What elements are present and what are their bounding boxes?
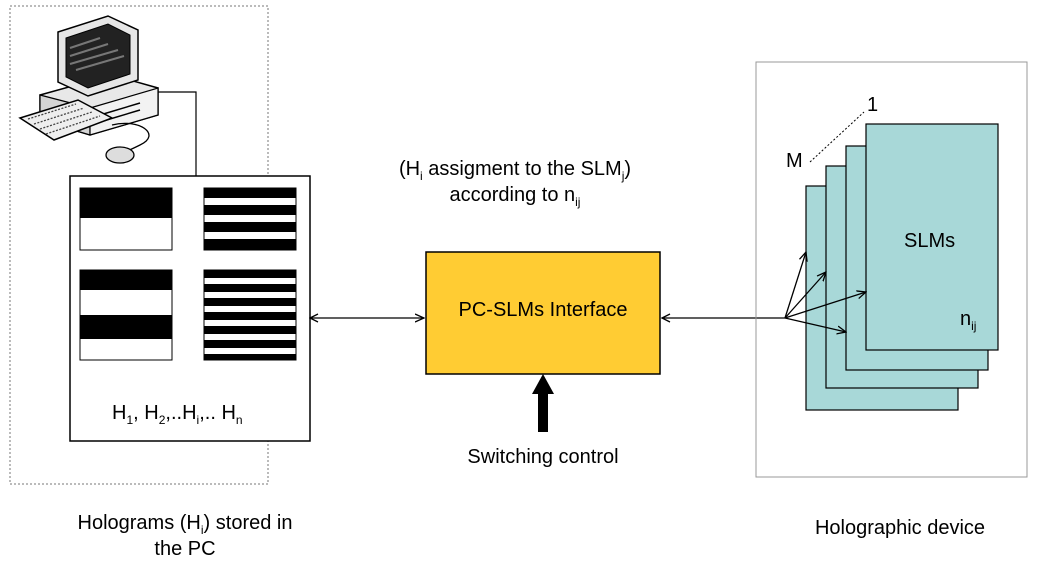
device-caption: Holographic device [814,517,986,539]
slms-label: SLMs [904,230,956,252]
hologram-series-label: H1, H2,..Hi,.. Hn [112,402,243,427]
one-label: 1 [867,94,879,116]
holograms-caption: Holograms (Hi) stored in the PC [20,510,350,562]
assignment-line-2: according to nij [449,184,581,209]
hologram-pattern-4 [203,269,297,361]
slm-fanout-arrows [784,252,866,332]
device-panel [755,61,1028,478]
m-label: M [786,150,803,172]
stack-index-line [809,111,865,163]
desktop-computer-icon [18,15,197,176]
switching-control-label: Switching control [467,446,619,468]
interface-label: PC-SLMs Interface [458,299,628,321]
hologram-pattern-1 [79,187,173,251]
holograms-caption-line-1: Holograms (Hi) stored in [77,512,293,537]
switching-arrow [532,374,554,432]
assignment-label: (Hi assigment to the SLMj) according to … [380,156,650,208]
interface-box [425,251,661,375]
assignment-line-1: (Hi assigment to the SLMj) [398,158,632,183]
hologram-pattern-3 [79,269,173,361]
hologram-pattern-2 [203,187,297,251]
n-ij-label: nij [960,308,977,333]
slm-sheet-1 [865,123,999,351]
holograms-caption-line-2: the PC [154,538,216,560]
